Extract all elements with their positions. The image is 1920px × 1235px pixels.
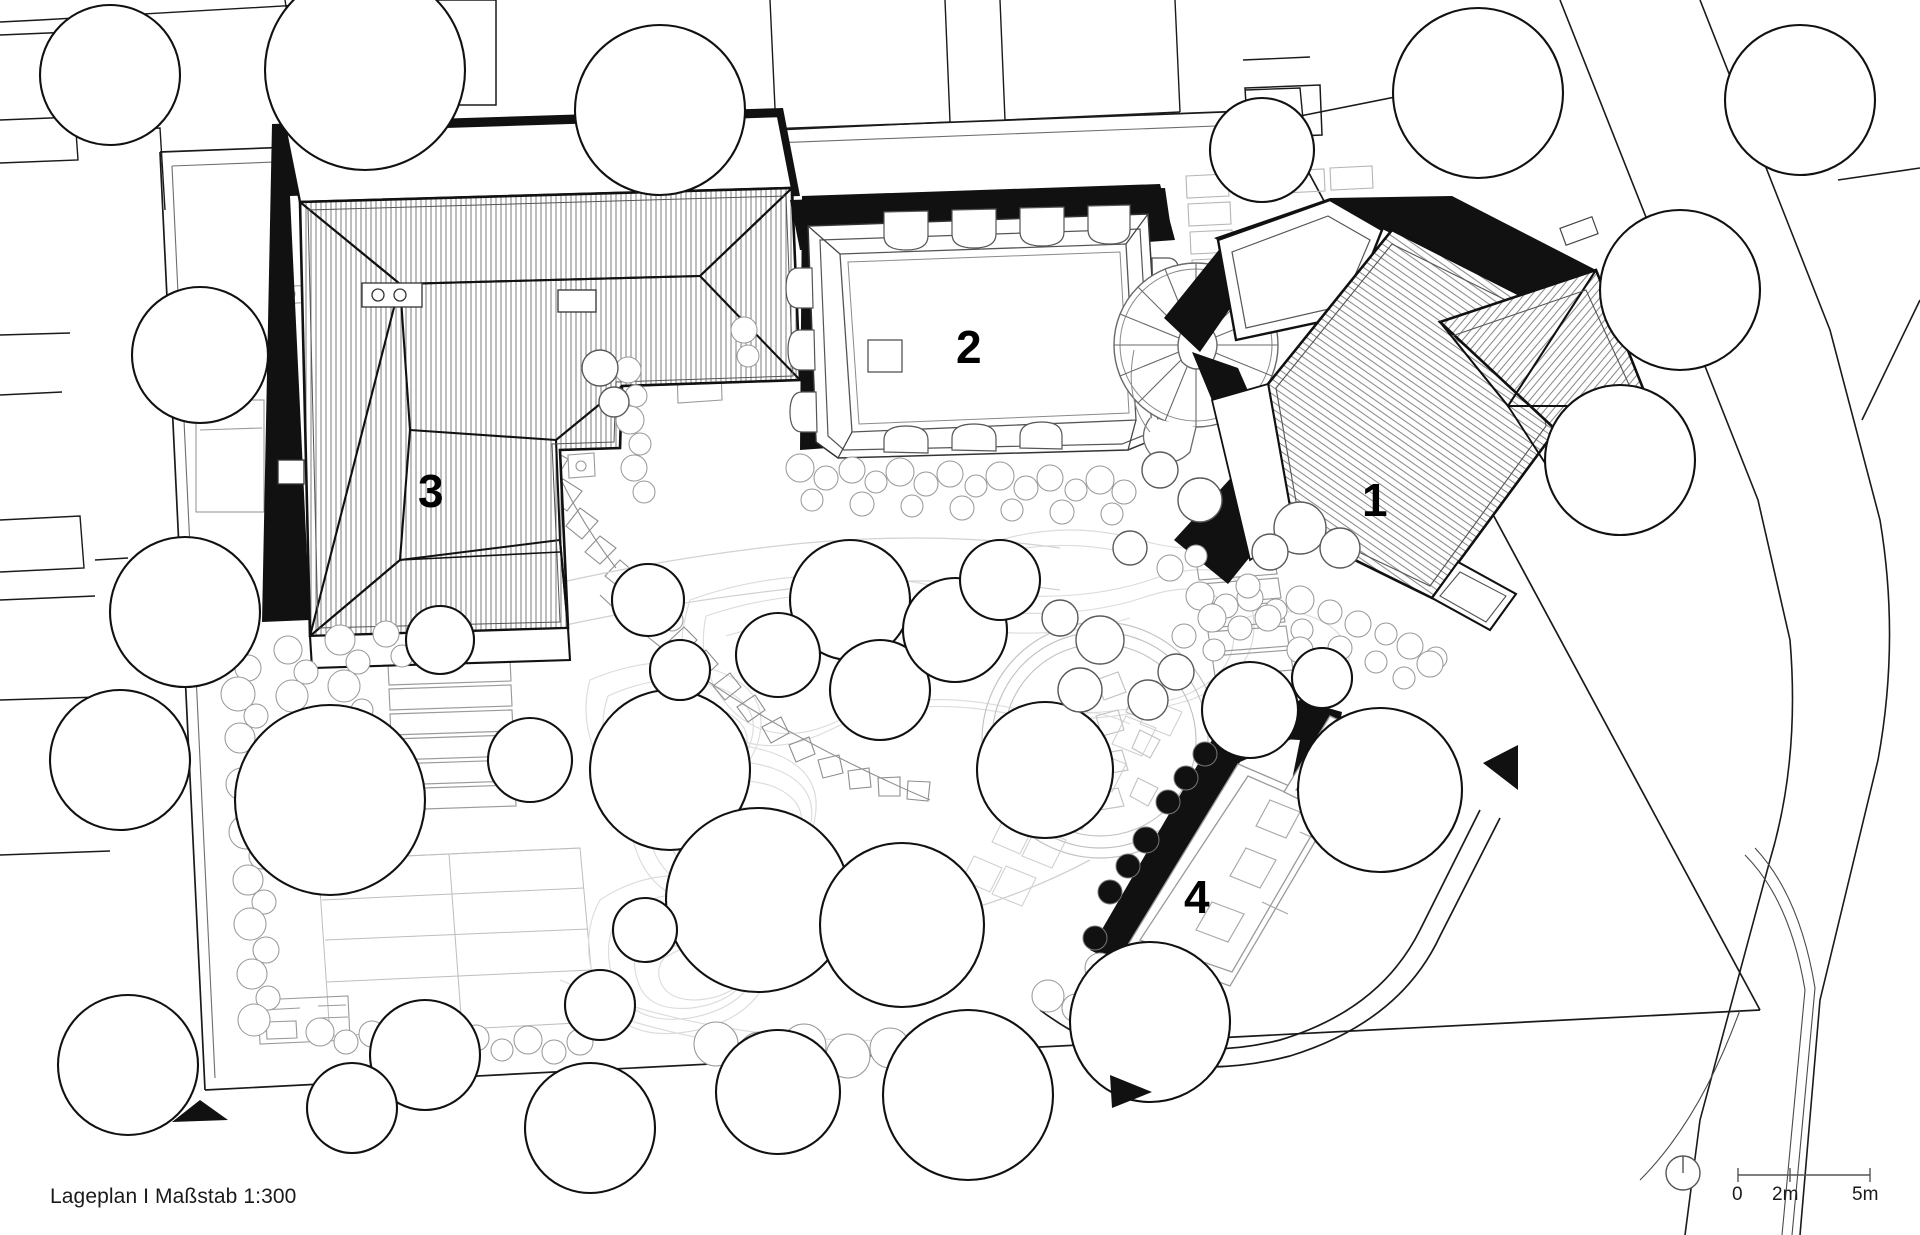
tree-canopies [38,0,1877,1195]
building-label-1: 1 [1362,474,1388,526]
building-3 [262,108,802,670]
building-label-3: 3 [418,465,444,517]
plan-caption: Lageplan I Maßstab 1:300 [50,1185,297,1208]
scale-bar [1665,1155,1871,1191]
shrub-border-north-b3 [614,316,760,632]
shrub-border-b2-south [785,453,1448,674]
section-marker-southwest [172,1100,228,1122]
scale-tick-5m: 5m [1852,1184,1879,1205]
building-label-4: 4 [1184,871,1210,923]
building-2 [785,184,1185,459]
street-east [1289,0,1920,1235]
scale-tick-2m: 2m [1772,1184,1799,1205]
section-marker-south [1110,1075,1152,1108]
shrub-cluster-center [1156,544,1444,690]
building-3-dormers [277,289,597,485]
street-curb-lines [1639,847,1816,1235]
tree-canopies-secondary [581,349,1361,721]
section-marker-east [1483,745,1518,790]
scale-tick-0: 0 [1732,1184,1743,1205]
building-label-2: 2 [956,321,982,373]
